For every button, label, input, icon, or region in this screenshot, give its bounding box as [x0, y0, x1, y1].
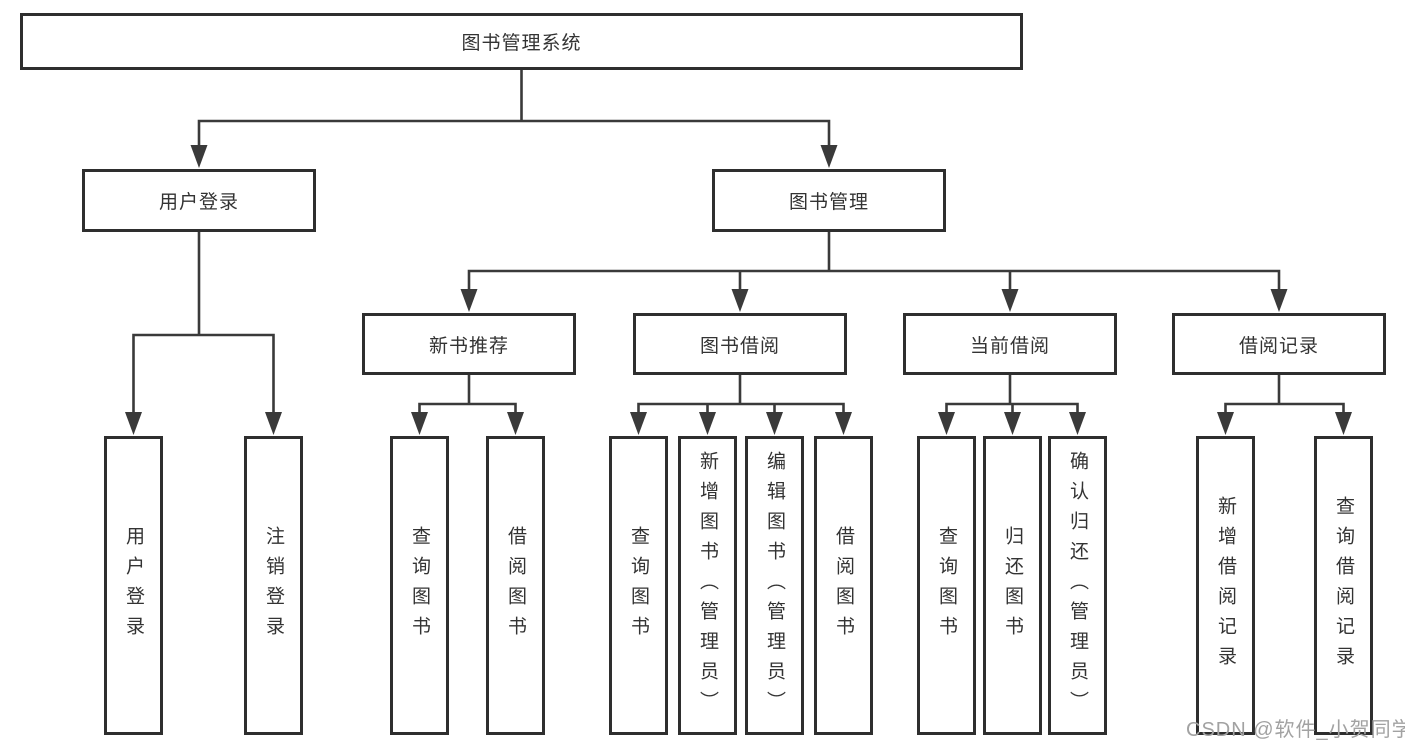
leaf-edit-books-admin: 编辑图书（管理员） — [745, 436, 804, 735]
node-label: 图书借阅 — [699, 335, 780, 357]
leaf-label: 注销登录 — [263, 525, 284, 646]
node-label: 用户登录 — [158, 192, 239, 213]
leaf-query-books-borrow: 查询图书 — [609, 436, 668, 735]
node-library-system: 图书管理系统 — [20, 13, 1023, 70]
node-new-book-recommend: 新书推荐 — [362, 313, 576, 375]
node-label: 当前借阅 — [969, 335, 1050, 357]
leaf-label: 用户登录 — [123, 525, 144, 646]
leaf-label: 新增借阅记录 — [1215, 495, 1236, 676]
leaf-label: 借阅图书 — [833, 525, 854, 646]
leaf-confirm-return-admin: 确认归还（管理员） — [1048, 436, 1107, 735]
leaf-label: 查询借阅记录 — [1333, 495, 1354, 676]
node-label: 图书管理 — [788, 192, 869, 213]
leaf-label: 新增图书（管理员） — [697, 450, 718, 721]
leaf-logout: 注销登录 — [244, 436, 303, 735]
leaf-query-books-recommend: 查询图书 — [390, 436, 449, 735]
leaf-query-books-current: 查询图书 — [917, 436, 976, 735]
leaf-label: 查询图书 — [936, 525, 957, 646]
arrowhead-icons — [125, 145, 1352, 435]
leaf-add-books-admin: 新增图书（管理员） — [678, 436, 737, 735]
leaf-borrow-books: 借阅图书 — [814, 436, 873, 735]
node-label: 图书管理系统 — [461, 33, 582, 54]
node-book-borrow: 图书借阅 — [633, 313, 847, 375]
leaf-label: 查询图书 — [409, 525, 430, 646]
leaf-add-borrow-record: 新增借阅记录 — [1196, 436, 1255, 735]
leaf-query-borrow-record: 查询借阅记录 — [1314, 436, 1373, 735]
csdn-watermark: CSDN @软件_小贺同学 — [1186, 719, 1405, 741]
node-borrow-records: 借阅记录 — [1172, 313, 1386, 375]
leaf-label: 借阅图书 — [505, 525, 526, 646]
leaf-label: 归还图书 — [1002, 525, 1023, 646]
node-current-borrow: 当前借阅 — [903, 313, 1117, 375]
leaf-label: 编辑图书（管理员） — [764, 450, 785, 721]
leaf-label: 确认归还（管理员） — [1067, 450, 1088, 721]
leaf-borrow-books-recommend: 借阅图书 — [486, 436, 545, 735]
node-label: 借阅记录 — [1238, 335, 1319, 357]
node-label: 新书推荐 — [428, 335, 509, 357]
leaf-user-login: 用户登录 — [104, 436, 163, 735]
leaf-return-books: 归还图书 — [983, 436, 1042, 735]
node-user-login: 用户登录 — [82, 169, 316, 232]
leaf-label: 查询图书 — [628, 525, 649, 646]
node-book-management: 图书管理 — [712, 169, 946, 232]
